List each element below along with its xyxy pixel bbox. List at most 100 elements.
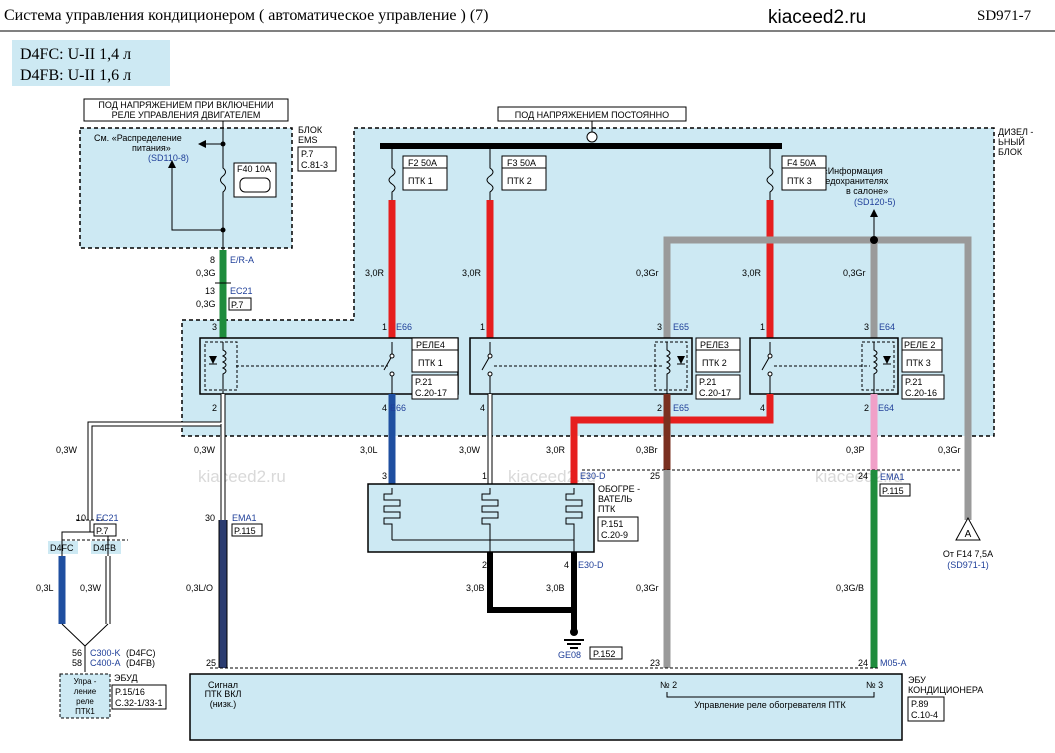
engine-ecu-ref-1: P.15/16	[115, 687, 145, 697]
ac-ecu-ref-2: C.10-4	[911, 710, 938, 720]
connector-a-triangle	[955, 516, 981, 541]
wire-label: 3,0R	[546, 445, 566, 455]
ignition-power-line-2: РЕЛЕ УПРАВЛЕНИЯ ДВИГАТЕЛЕМ	[112, 110, 261, 120]
engine-ecu-line-4: ПТК1	[75, 707, 95, 716]
ems-feedback-wire	[171, 166, 223, 231]
diesel-block-label-2: ЬНЫЙ	[998, 136, 1025, 147]
connector-label: C300-K	[90, 648, 121, 658]
wire-label: 3,0R	[365, 268, 385, 278]
watermark: kiaceed2.ru	[815, 467, 903, 486]
ac-output-no3: № 3	[866, 680, 883, 690]
connector-label: M05-A	[880, 658, 907, 668]
heater-ref-box	[597, 516, 639, 542]
pin-number: 3	[382, 471, 387, 481]
ac-signal-line-2: ПТК ВКЛ	[205, 689, 242, 699]
relay-3-name: ПТК 2	[702, 358, 727, 368]
wire-label: 0,3Gr	[938, 445, 961, 455]
wire-label: 3,0B	[546, 583, 565, 593]
fuse-f2-rating: F2 50A	[408, 158, 437, 168]
engine-ecu-title: ЭБУД	[114, 673, 138, 683]
connector-label: C400-A	[90, 658, 121, 668]
fuse-f2: F2 50A ПТК 1	[388, 146, 448, 200]
page-title: Система управления кондиционером ( автом…	[4, 7, 489, 24]
pin-number: 25	[650, 471, 660, 481]
diesel-block-label-3: БЛОК	[998, 147, 1023, 157]
ems-block-label-1: БЛОК	[298, 125, 323, 135]
watermark: kiaceed2.ru	[198, 467, 286, 486]
red-wire-heater	[570, 394, 774, 484]
pin-number: 2	[482, 560, 487, 570]
pin-number: 1	[760, 322, 765, 332]
pin-number: 2	[212, 403, 217, 413]
connector-label: E30-D	[578, 560, 604, 570]
ac-control-label: Управление реле обогревателя ПТК	[694, 700, 846, 710]
relay-2-ptk3: РЕЛЕ 2 ПТК 3 P.21 C.20-16	[749, 337, 945, 400]
ignition-power-box	[83, 98, 289, 122]
connector-ref: P.115	[882, 486, 904, 496]
engine-ecu-box	[59, 673, 111, 719]
variant-d4fc-tag	[48, 541, 78, 554]
heater-ref-1: P.151	[601, 519, 623, 529]
pin-number: 1	[382, 322, 387, 332]
fuse-f3-rating: F3 50A	[507, 158, 536, 168]
diesel-see-line-2: о предохранителях	[808, 176, 889, 186]
connector-label: EMA1	[880, 472, 905, 482]
connector-label: EC21	[230, 286, 253, 296]
heater-ref-2: C.20-9	[601, 530, 628, 540]
ptc-heater-box	[367, 483, 595, 553]
wire-label: 0,3Gr	[843, 268, 866, 278]
relay-3-ptk2: РЕЛЕ3 ПТК 2 P.21 C.20-17	[469, 337, 741, 400]
heater-element-icons	[383, 488, 583, 552]
wire-label: 0,3P	[846, 445, 865, 455]
pin-number: 30	[205, 513, 215, 523]
pin-number: 4	[382, 403, 387, 413]
variant-d4fb: D4FB	[93, 543, 116, 553]
connector-label: EC21	[96, 513, 119, 523]
ems-block-label-2: EMS	[298, 135, 318, 145]
connector-label: E65	[673, 322, 689, 332]
heater-label-3: ПТК	[598, 504, 616, 514]
wire-label: 0,3L	[36, 583, 54, 593]
wire-label: 0,3L/O	[186, 583, 213, 593]
pin-number: 4	[564, 560, 569, 570]
ge08-ref: P.152	[593, 649, 615, 659]
pin-number: 25	[206, 658, 216, 668]
engine-line-2: D4FB: U-II 1,6 л	[20, 67, 131, 84]
ems-see-line-1: См. «Распределение	[94, 133, 182, 143]
merge-wire	[61, 623, 109, 647]
pin-number: 23	[650, 658, 660, 668]
connector-label: E64	[879, 322, 895, 332]
pin-number: 4	[760, 403, 765, 413]
ac-ecu-title-2: КОНДИЦИОНЕРА	[908, 685, 983, 695]
gray-coil-feed-wire	[663, 236, 972, 520]
connector-label: E66	[396, 322, 412, 332]
ge08-ref-box	[589, 646, 623, 660]
fuse-f4-rating: F4 50A	[787, 158, 816, 168]
relay-2-ref-2: C.20-16	[905, 388, 937, 398]
ems-see-ref: (SD110-8)	[148, 153, 189, 163]
ac-ecu-title-1: ЭБУ	[908, 675, 926, 685]
from-f14-ref: (SD971-1)	[947, 560, 989, 570]
wire-label: 3,0R	[462, 268, 482, 278]
pin-number: 3	[657, 322, 662, 332]
fuse-f40-symbol	[220, 144, 226, 250]
connector-ref-box	[93, 523, 117, 537]
fuse-f3: F3 50A ПТК 2	[486, 146, 547, 200]
ems-ref-box	[297, 146, 337, 172]
engine-ecu-ref-2: C.32-1/33-1	[115, 698, 163, 708]
wire-label: 3,0B	[466, 583, 485, 593]
ground-icon	[564, 628, 584, 649]
relay-2-ref-1: P.21	[905, 377, 922, 387]
pin-number: 1	[482, 471, 487, 481]
wire-label: 3,0W	[459, 445, 481, 455]
pin-number: 10	[76, 513, 86, 523]
fuse-f4: F4 50A ПТК 3	[766, 146, 827, 200]
wire-label: 0,3G/B	[836, 583, 864, 593]
diesel-see-ref: (SD120-5)	[854, 197, 896, 207]
relay-4-ref-2: C.20-17	[415, 388, 447, 398]
arrow-up-icon	[870, 209, 878, 217]
pin-number: 24	[858, 658, 868, 668]
relay-2-name: ПТК 3	[906, 358, 931, 368]
pin-number: 2	[657, 403, 662, 413]
